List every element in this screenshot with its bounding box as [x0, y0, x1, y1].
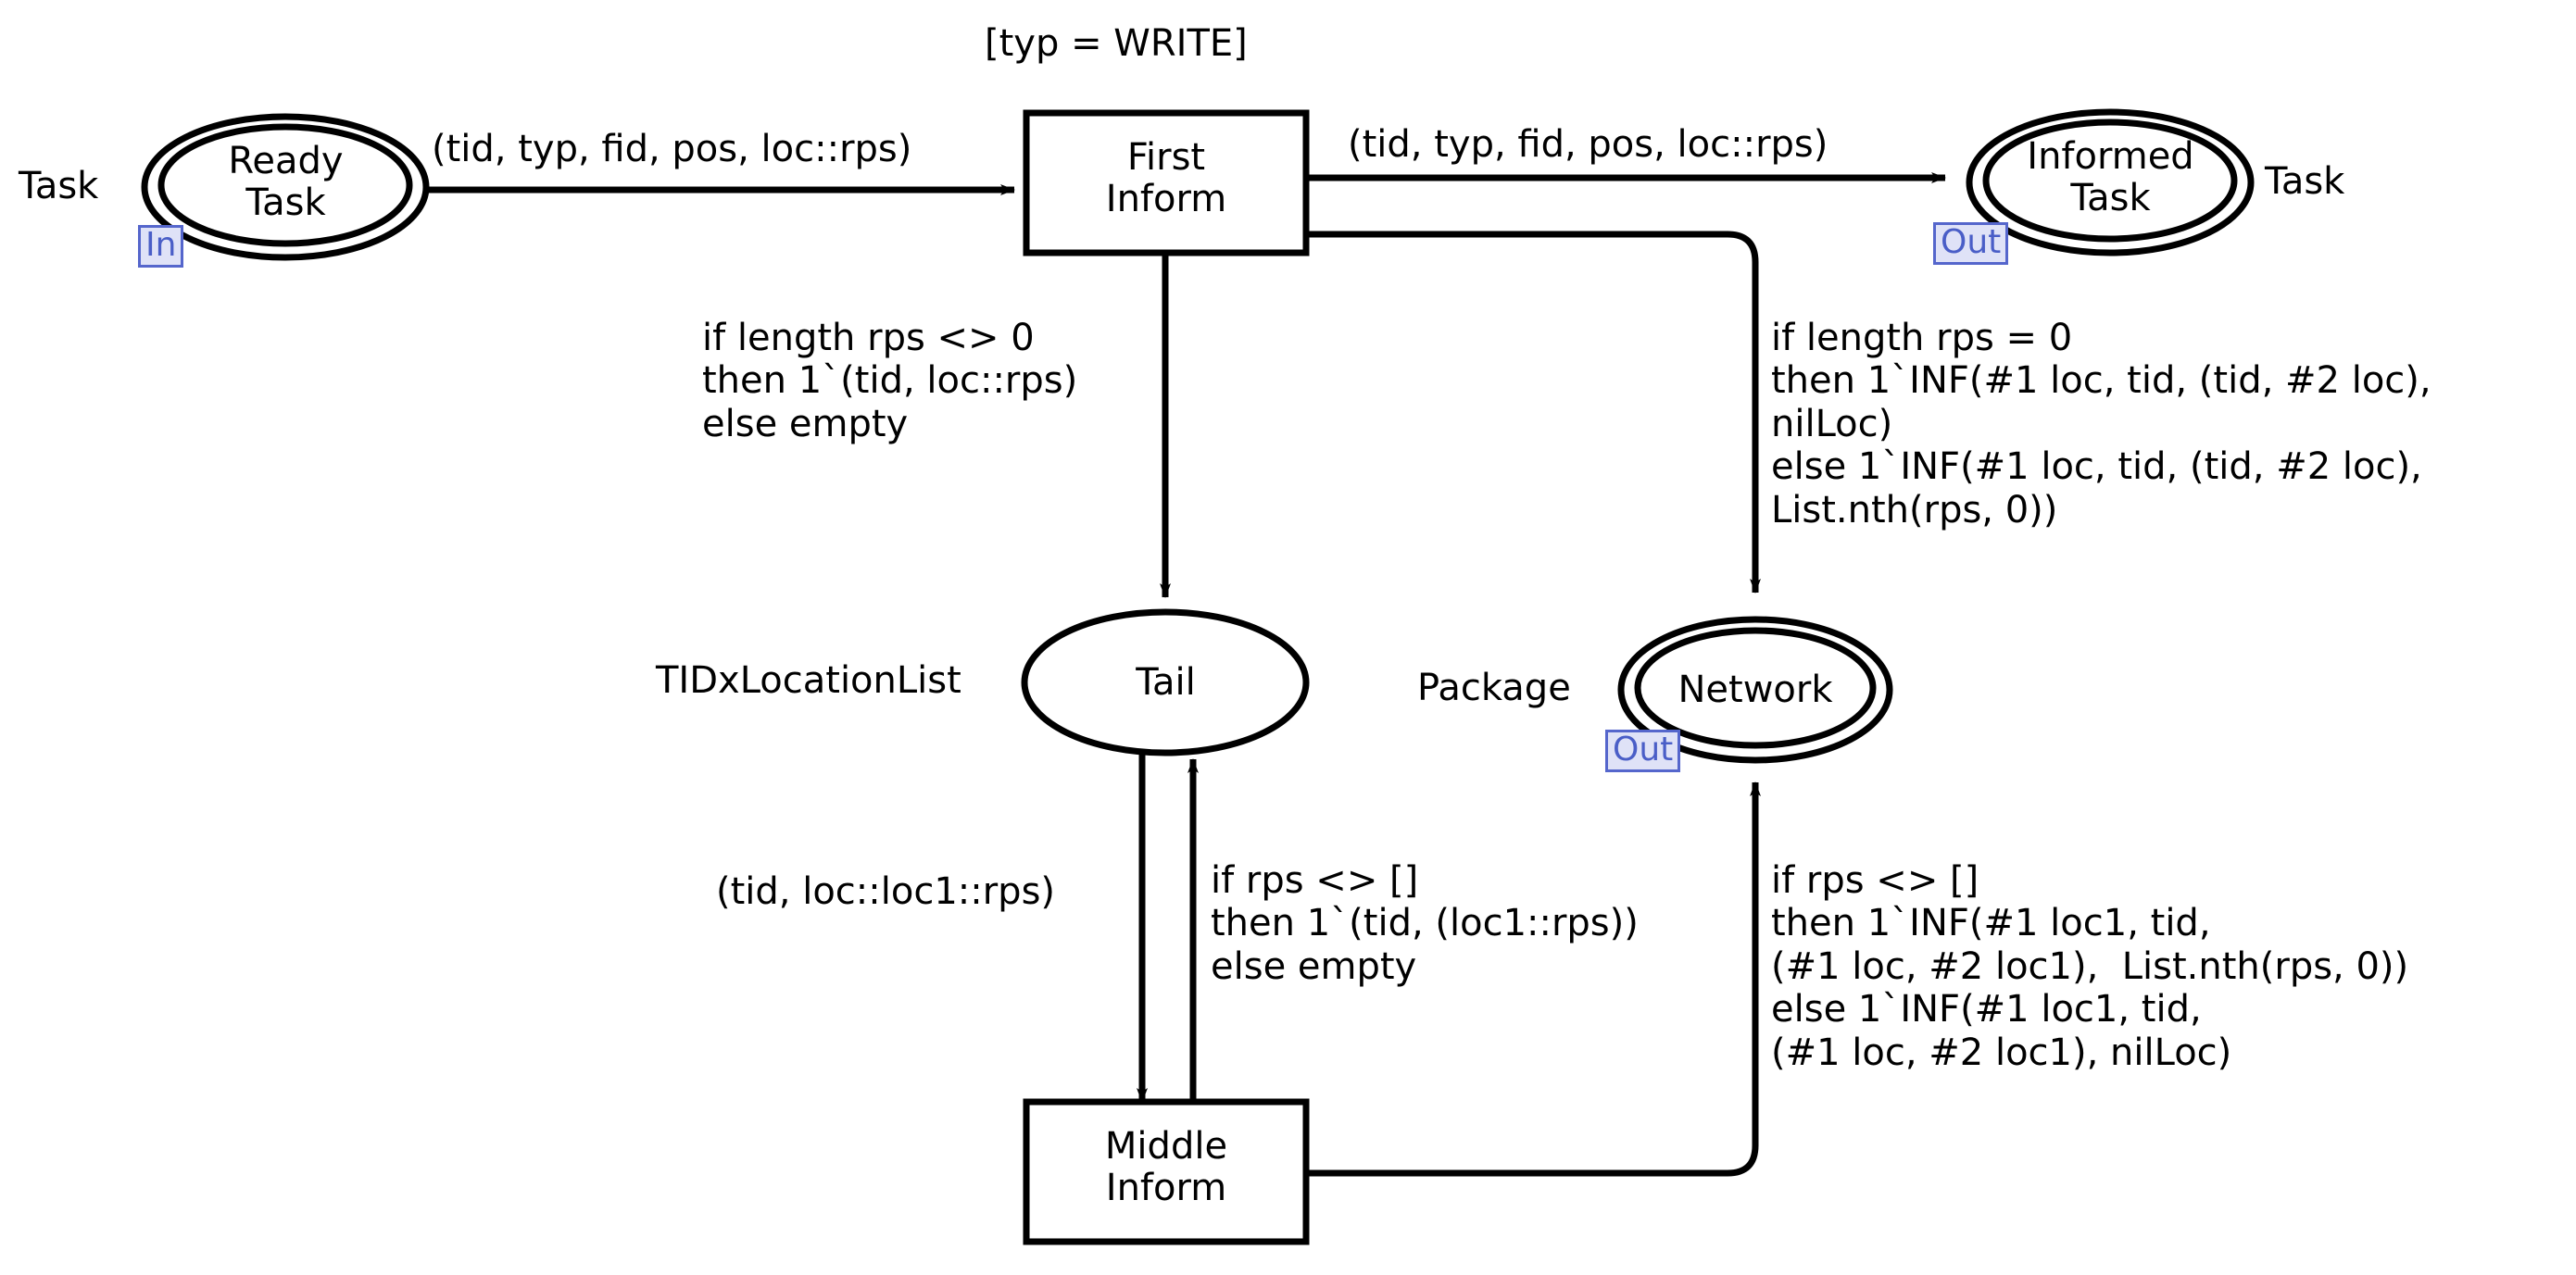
colorset-ready-task: Task — [19, 165, 99, 207]
arc-line: (tid, loc::loc1::rps) — [716, 870, 1056, 913]
arc-line: then 1`(tid, (loc1::rps)) — [1211, 902, 1639, 945]
arc-line: then 1`INF(#1 loc, tid, (tid, #2 loc), — [1771, 359, 2431, 403]
arc-line: (#1 loc, #2 loc1), nilLoc) — [1771, 1031, 2232, 1074]
arc-line: else empty — [1211, 944, 1417, 988]
place-ready-task[interactable] — [141, 113, 430, 261]
port-badge-in-ready-task[interactable]: In — [138, 225, 184, 268]
arc-line: List.nth(rps, 0)) — [1771, 488, 2058, 531]
transition-first-inform[interactable] — [1023, 109, 1310, 256]
place-informed-task[interactable] — [1966, 108, 2255, 256]
arc-inscription-tail-to-middle: (tid, loc::loc1::rps) — [716, 870, 1055, 913]
guard-first-inform: [typ = WRITE] — [985, 22, 1248, 65]
arc-line: then 1`INF(#1 loc1, tid, — [1771, 902, 2211, 945]
arc-line: if length rps = 0 — [1771, 317, 2073, 359]
arc-line: (#1 loc, #2 loc1), List.nth(rps, 0)) — [1771, 944, 2409, 988]
arc-line: else empty — [702, 402, 909, 445]
arc-line: if rps <> [] — [1211, 859, 1419, 902]
arc-inscription-middle-to-network: if rps <> []then 1`INF(#1 loc1, tid,(#1 … — [1771, 859, 2408, 1074]
arc-line: if rps <> [] — [1771, 859, 1979, 902]
arc-line: if length rps <> 0 — [702, 317, 1035, 359]
arc-line: nilLoc) — [1771, 402, 1893, 445]
arc-inscription-middle-to-tail: if rps <> []then 1`(tid, (loc1::rps))els… — [1211, 859, 1639, 988]
place-network[interactable] — [1617, 616, 1893, 764]
port-badge-out-informed-task[interactable]: Out — [1933, 222, 2009, 265]
arc-line: else 1`INF(#1 loc, tid, (tid, #2 loc), — [1771, 445, 2422, 489]
colorset-informed-task: Task — [2265, 160, 2345, 203]
port-badge-out-network[interactable]: Out — [1605, 730, 1681, 772]
colorset-network: Package — [1417, 667, 1571, 709]
arc-first-to-network — [1306, 231, 1761, 594]
arc-line: else 1`INF(#1 loc1, tid, — [1771, 988, 2202, 1031]
place-tail[interactable] — [1021, 608, 1310, 756]
transition-middle-inform[interactable] — [1023, 1098, 1310, 1245]
arc-middle-to-network — [1306, 781, 1761, 1177]
arc-inscription-first-to-informed: (tid, typ, fid, pos, loc::rps) — [1348, 123, 1828, 166]
arc-inscription-ready-to-first: (tid, typ, fid, pos, loc::rps) — [432, 128, 912, 170]
arc-line: then 1`(tid, loc::rps) — [702, 359, 1078, 403]
colorset-tail: TIDxLocationList — [656, 659, 961, 702]
